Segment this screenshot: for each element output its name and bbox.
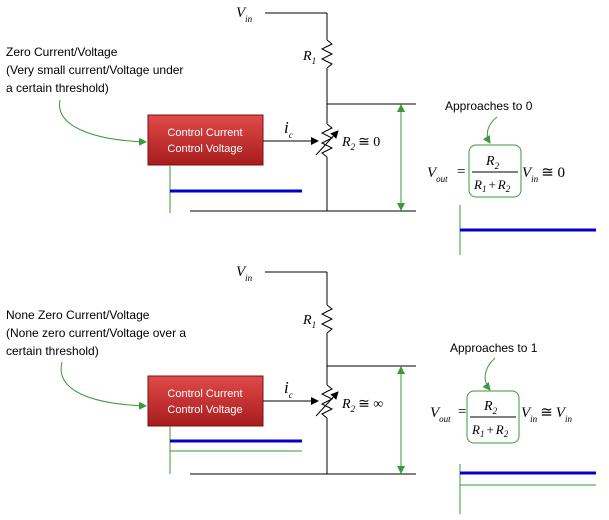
bottom-control-box bbox=[147, 375, 264, 427]
bottom-vin-label: Vin bbox=[236, 264, 253, 283]
bottom-note-line-1: None Zero Current/Voltage bbox=[6, 308, 150, 322]
top-equals: = bbox=[457, 164, 465, 180]
bottom-fraction-box bbox=[466, 390, 520, 444]
bottom-panel: None Zero Current/Voltage (None zero cur… bbox=[6, 264, 596, 514]
top-ic-symbol: ic bbox=[284, 118, 293, 140]
bottom-vout-arrow-up bbox=[397, 366, 405, 374]
top-note-line-3: a certain threshold) bbox=[6, 81, 109, 95]
bottom-r2-label: R2≅ ∞ bbox=[341, 397, 383, 414]
bottom-vout-symbol: Vout bbox=[430, 405, 451, 424]
bottom-r2-variable-arrow bbox=[315, 391, 339, 417]
top-approaches-label: Approaches to 0 bbox=[445, 99, 533, 113]
bottom-approaches-arrow bbox=[482, 357, 496, 391]
bottom-equals: = bbox=[458, 404, 466, 420]
bottom-note-line-3: certain threshold) bbox=[6, 344, 99, 358]
bottom-approaches-label: Approaches to 1 bbox=[450, 341, 538, 355]
top-r2-resistor bbox=[320, 123, 334, 158]
bottom-fraction-numerator: R2 bbox=[483, 399, 498, 416]
top-r2-variable-arrow bbox=[315, 130, 339, 156]
top-vin-label: Vin bbox=[236, 5, 253, 24]
bottom-r1-label: R1 bbox=[302, 313, 316, 330]
bottom-r2-resistor bbox=[320, 384, 334, 419]
top-r1-label: R1 bbox=[302, 49, 316, 66]
bottom-r1-resistor bbox=[320, 304, 334, 334]
top-vout-symbol: Vout bbox=[427, 165, 448, 184]
bottom-fraction-denominator: R1+R2 bbox=[471, 422, 509, 439]
top-control-box-line-1: Control Current bbox=[167, 127, 242, 139]
top-note-line-1: Zero Current/Voltage bbox=[6, 45, 118, 59]
top-control-box bbox=[147, 114, 264, 166]
top-fraction-numerator: R2 bbox=[485, 154, 500, 171]
top-fraction-box bbox=[468, 144, 522, 198]
bottom-vin-term: Vin≅Vin bbox=[521, 405, 572, 424]
top-fraction-denominator: R1+R2 bbox=[473, 177, 511, 194]
top-note-line-2: (Very small current/Voltage under bbox=[6, 63, 183, 77]
bottom-note-line-2: (None zero current/Voltage over a bbox=[6, 326, 186, 340]
bottom-control-box-line-1: Control Current bbox=[167, 388, 242, 400]
bottom-ic-symbol: ic bbox=[284, 378, 293, 400]
top-control-box-line-2: Control Voltage bbox=[167, 143, 242, 155]
bottom-note-arrow bbox=[60, 361, 147, 410]
top-note-arrow bbox=[59, 99, 147, 146]
bottom-control-box-line-2: Control Voltage bbox=[167, 404, 242, 416]
top-panel: Zero Current/Voltage (Very small current… bbox=[6, 5, 596, 255]
top-vin-term: Vin≅ 0 bbox=[522, 165, 565, 184]
top-vout-arrow-up bbox=[397, 104, 405, 112]
top-r2-label: R2≅ 0 bbox=[341, 135, 380, 152]
top-approaches-arrow bbox=[482, 116, 498, 144]
top-vout-arrow-down bbox=[397, 203, 405, 211]
bottom-vout-arrow-down bbox=[397, 466, 405, 474]
top-r1-resistor bbox=[320, 39, 334, 69]
